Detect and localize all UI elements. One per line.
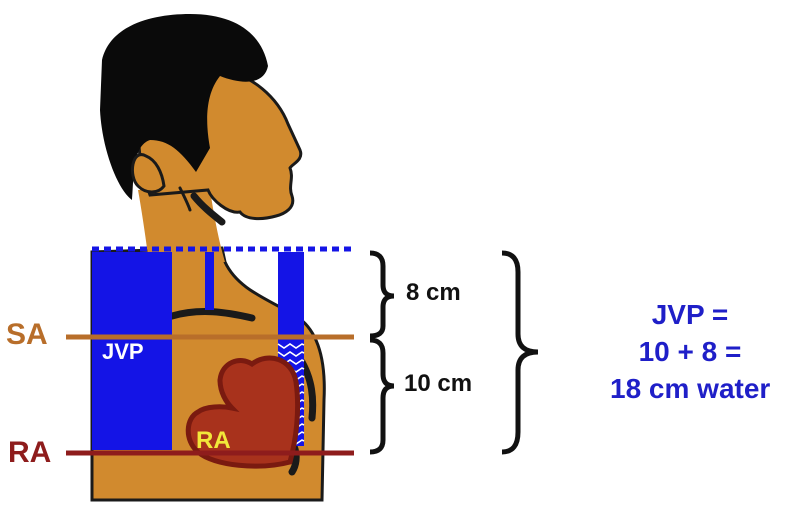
brace-lower [370,340,394,452]
neck-vein [205,252,214,310]
measurement-10cm: 10 cm [404,370,472,398]
measurement-8cm: 8 cm [406,279,461,307]
brace-total [502,253,538,452]
equation-line-2: 10 + 8 = [610,333,770,370]
jvp-column-label: JVP [102,339,144,365]
ra-heart-label: RA [196,427,231,455]
ra-side-label: RA [8,436,51,470]
jvp-equation: JVP = 10 + 8 = 18 cm water [610,296,770,407]
brace-upper [370,253,394,336]
equation-line-1: JVP = [610,296,770,333]
sa-label: SA [6,318,48,352]
right-vein-column [278,252,304,336]
equation-line-3: 18 cm water [610,370,770,407]
